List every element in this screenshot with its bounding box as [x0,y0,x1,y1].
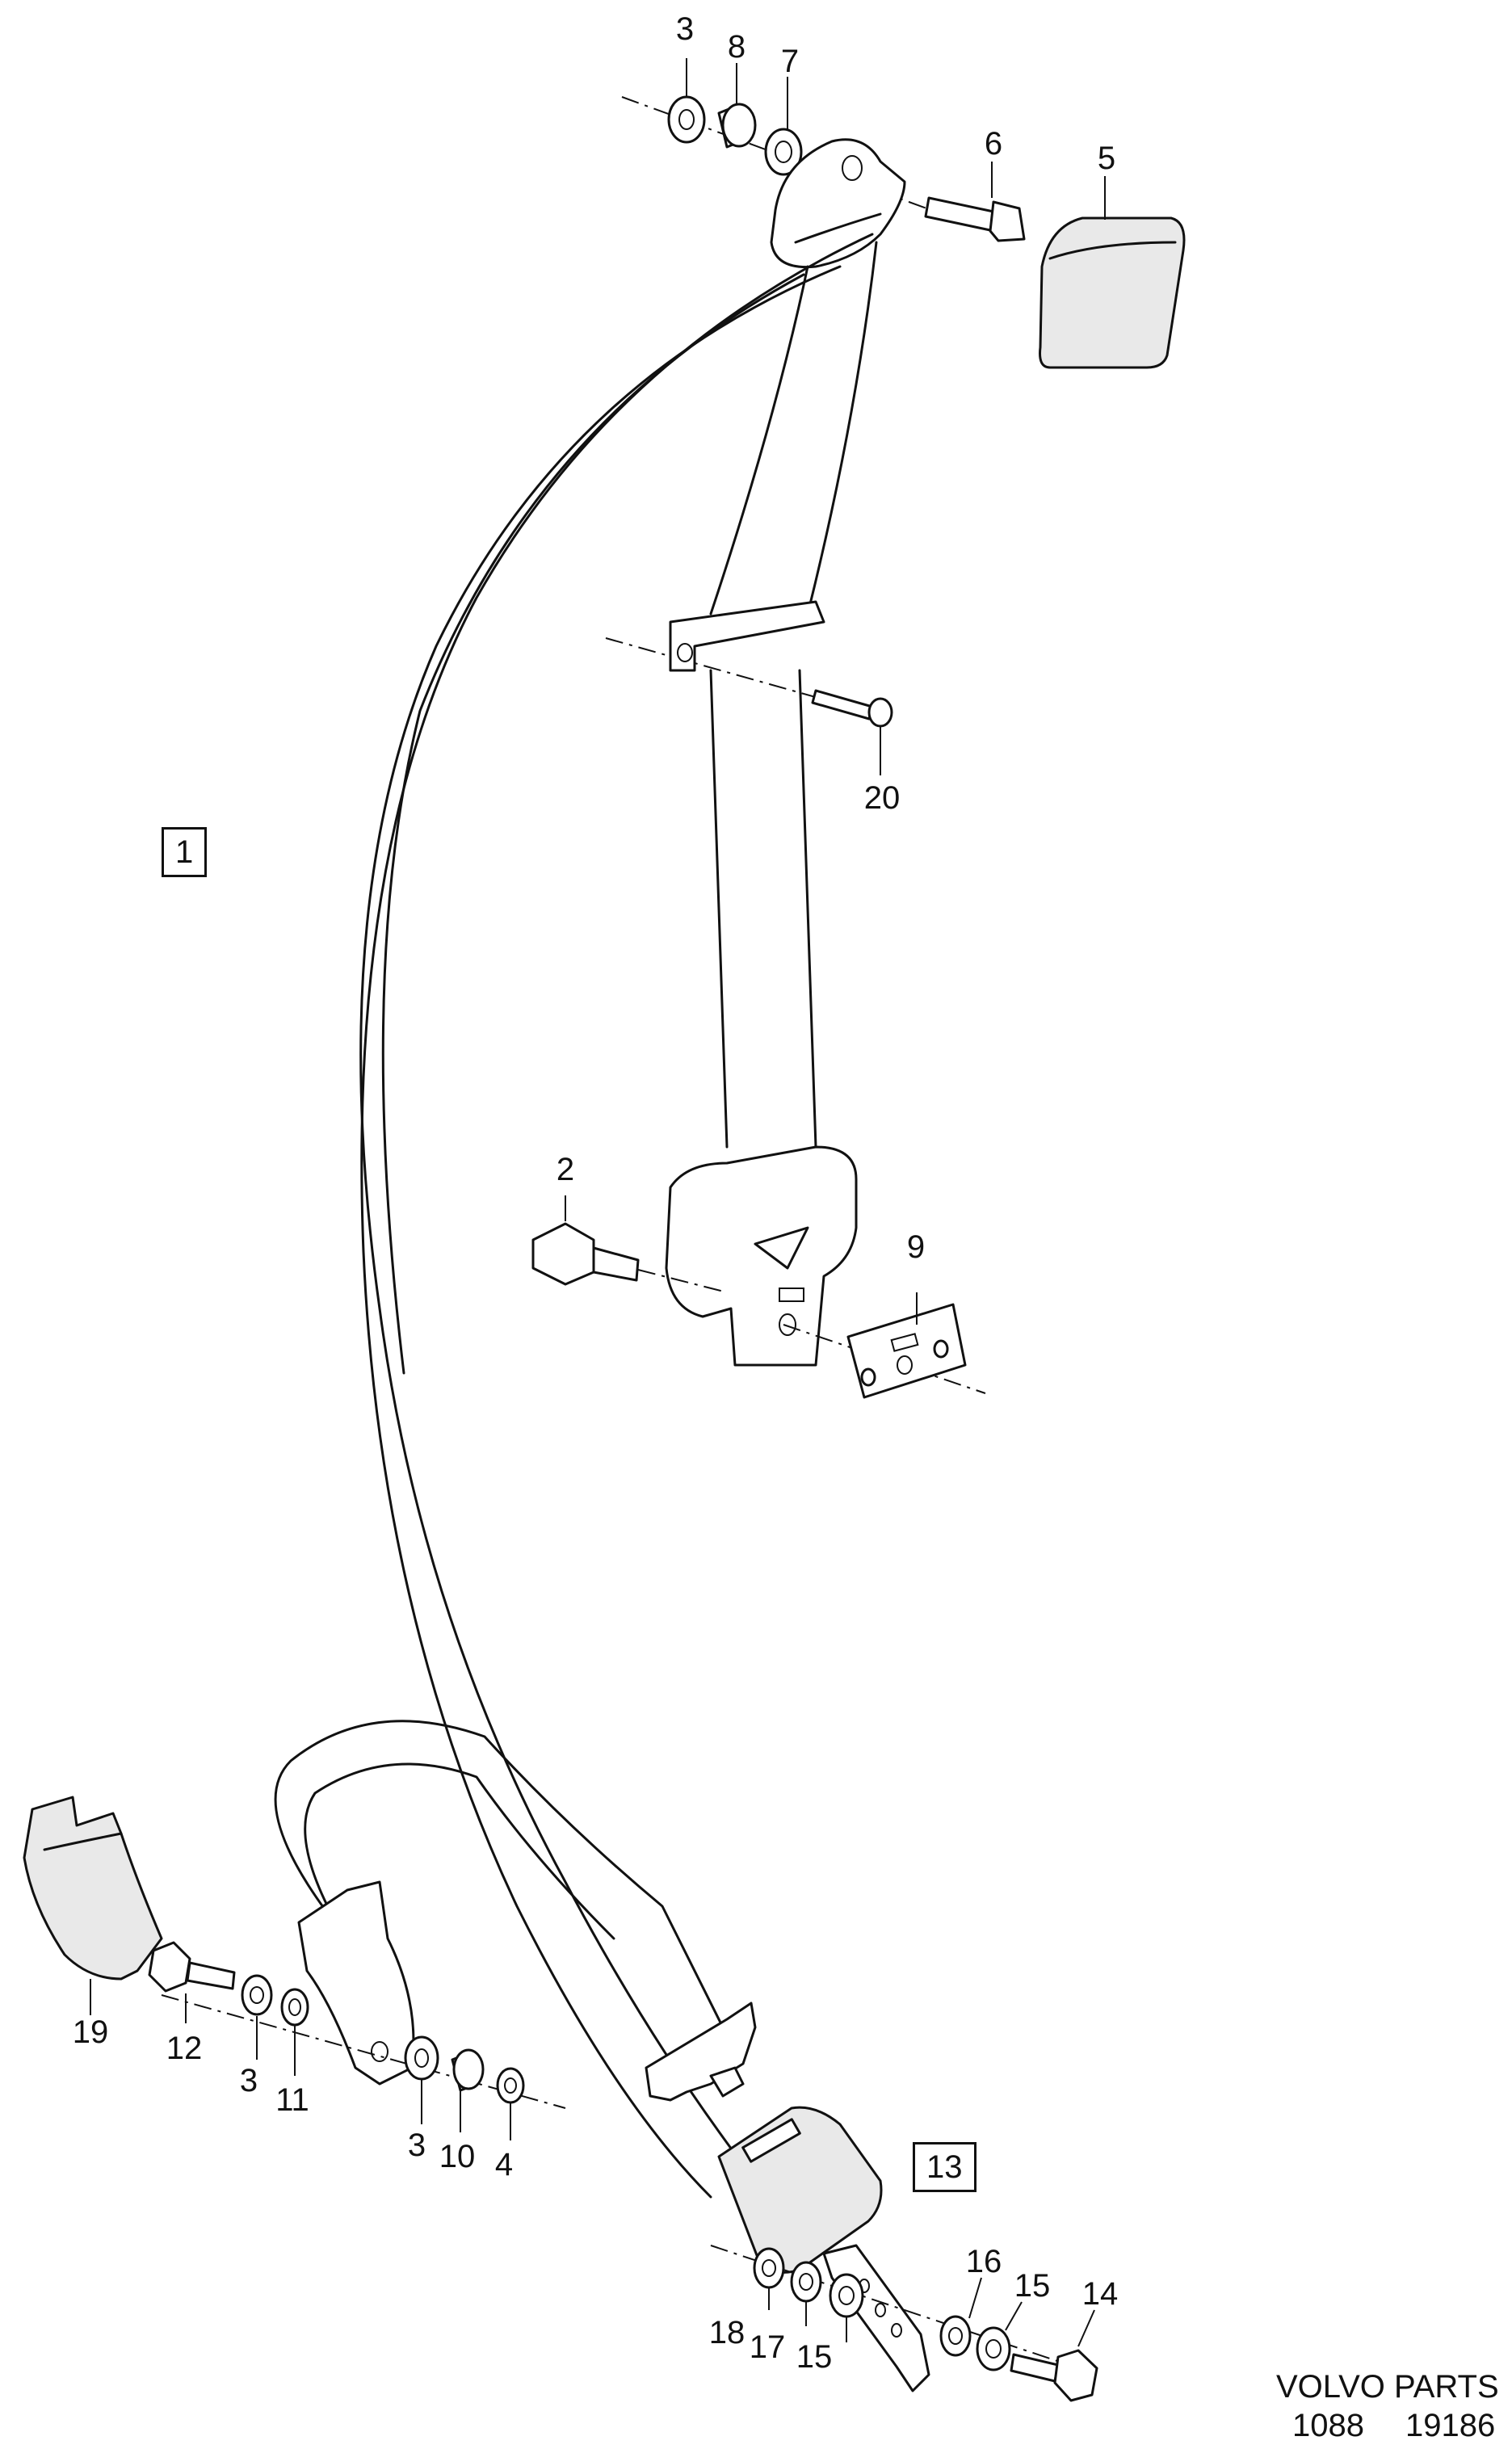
assembly-box-13: 13 [913,2142,976,2192]
bolt-6 [924,196,1026,242]
callout-3-mid: 3 [407,2128,426,2163]
belt-webbing [359,233,878,2199]
callout-5: 5 [1097,141,1116,176]
callout-16: 16 [965,2244,1002,2279]
plate-9 [846,1303,967,1399]
belt-guide [669,600,825,672]
washer-16 [939,2315,972,2357]
washer-17 [790,2261,822,2303]
retractor-housing [665,1145,858,1367]
callout-15-right: 15 [1014,2268,1051,2304]
footer-code-2: 19186 [1405,2408,1496,2443]
washer-3-mid [404,2035,439,2081]
footer-brand: VOLVO PARTS [1276,2369,1499,2405]
bolt-14 [1010,2349,1098,2402]
lower-anchor-bracket [297,1880,415,2086]
lower-webbing-loop [274,1720,729,2037]
callout-9: 9 [906,1229,926,1265]
callout-17: 17 [749,2329,786,2365]
washer-18 [753,2247,785,2289]
callout-20: 20 [863,780,901,816]
callout-12: 12 [166,2031,203,2066]
cover-5 [1039,216,1186,369]
cover-19 [23,1796,163,1981]
washer-3-top [667,95,706,144]
callout-15-left: 15 [796,2339,833,2375]
assembly-box-1: 1 [162,827,208,877]
washer-11 [280,1988,309,2027]
callout-19: 19 [72,2014,109,2050]
bolt-2 [531,1222,728,1293]
footer-code-1: 1088 [1292,2408,1364,2443]
callout-3-left: 3 [239,2063,258,2098]
spacer-8 [717,103,757,149]
callout-7: 7 [780,44,800,79]
washer-15-left [829,2273,864,2318]
callout-10: 10 [439,2139,476,2174]
callout-6: 6 [984,126,1003,162]
callout-3-top: 3 [675,11,695,47]
bolt-12 [148,1941,236,1993]
washer-4 [496,2067,525,2104]
spacer-10 [451,2048,485,2092]
latch-tongue [645,2002,757,2102]
washer-3-left [241,1974,273,2016]
callout-2: 2 [556,1152,575,1187]
screw-20 [811,689,893,728]
callout-18: 18 [708,2315,746,2350]
callout-8: 8 [727,29,746,65]
callout-14: 14 [1082,2276,1119,2312]
callout-4: 4 [494,2147,514,2182]
washer-7 [764,128,803,176]
washer-15-right [976,2326,1011,2371]
callout-11: 11 [275,2082,309,2118]
